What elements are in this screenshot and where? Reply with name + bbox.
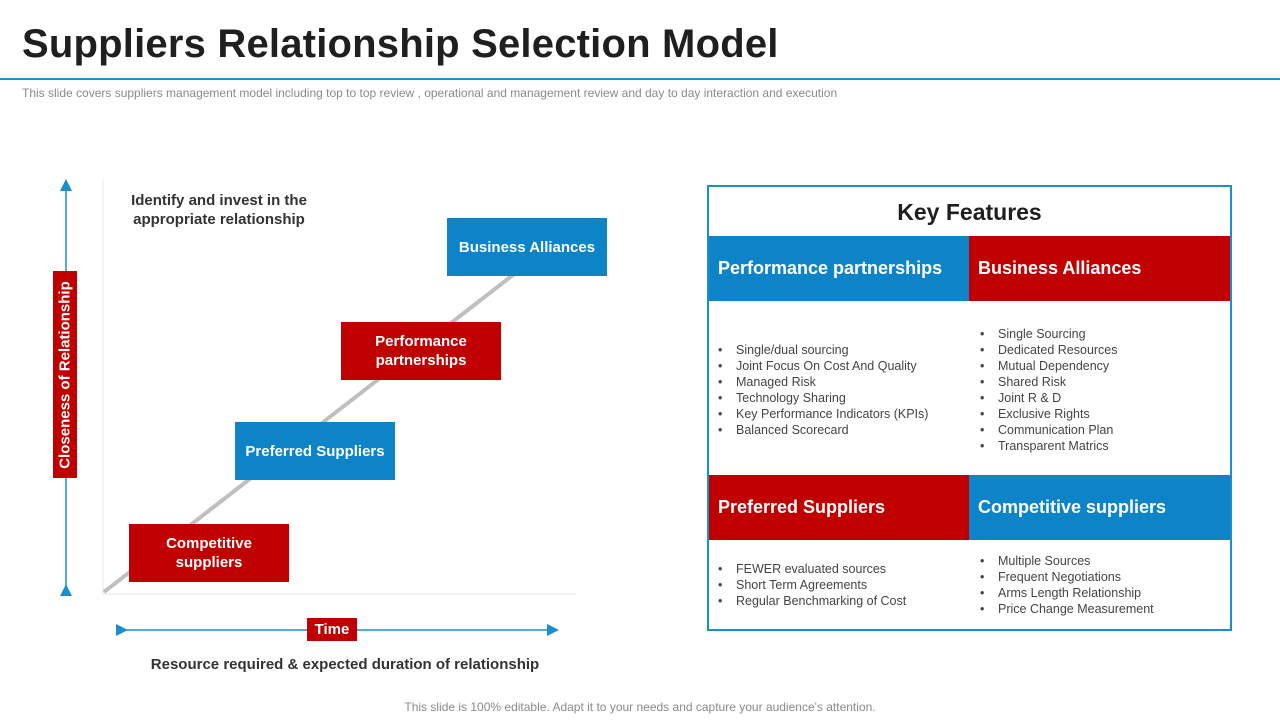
- feature-heading-competitive-suppliers: Competitive suppliers: [969, 475, 1230, 540]
- x-axis-label: Time: [307, 618, 357, 641]
- list-item: Price Change Measurement: [980, 601, 1154, 617]
- list-item: Exclusive Rights: [980, 406, 1118, 422]
- list-item: Multiple Sources: [980, 553, 1154, 569]
- y-axis-label: Closeness of Relationship: [53, 271, 77, 478]
- list-item: Mutual Dependency: [980, 358, 1118, 374]
- key-features-panel: Key Features Performance partnerships Bu…: [707, 185, 1232, 631]
- feature-heading-business-alliances: Business Alliances: [969, 236, 1230, 301]
- list-item: Arms Length Relationship: [980, 585, 1154, 601]
- step-competitive-suppliers: Competitive suppliers: [129, 524, 289, 582]
- list-item: Single/dual sourcing: [718, 342, 928, 358]
- list-item: Regular Benchmarking of Cost: [718, 593, 906, 609]
- page-subtitle: This slide covers suppliers management m…: [22, 86, 838, 100]
- step-performance-partnerships: Performance partnerships: [341, 322, 501, 380]
- feature-list-business-alliances: Single Sourcing Dedicated Resources Mutu…: [980, 326, 1118, 454]
- list-item: Single Sourcing: [980, 326, 1118, 342]
- footer-note: This slide is 100% editable. Adapt it to…: [404, 700, 876, 714]
- list-item: Dedicated Resources: [980, 342, 1118, 358]
- step-preferred-suppliers: Preferred Suppliers: [235, 422, 395, 480]
- feature-list-competitive-suppliers: Multiple Sources Frequent Negotiations A…: [980, 553, 1154, 617]
- feature-heading-performance-partnerships: Performance partnerships: [709, 236, 969, 301]
- feature-list-preferred-suppliers: FEWER evaluated sources Short Term Agree…: [718, 561, 906, 609]
- step-business-alliances: Business Alliances: [447, 218, 607, 276]
- list-item: Managed Risk: [718, 374, 928, 390]
- feature-heading-preferred-suppliers: Preferred Suppliers: [709, 475, 969, 540]
- list-item: Short Term Agreements: [718, 577, 906, 593]
- key-features-title: Key Features: [897, 199, 1042, 225]
- list-item: Shared Risk: [980, 374, 1118, 390]
- list-item: Frequent Negotiations: [980, 569, 1154, 585]
- list-item: Balanced Scorecard: [718, 422, 928, 438]
- list-item: Joint R & D: [980, 390, 1118, 406]
- list-item: Key Performance Indicators (KPIs): [718, 406, 928, 422]
- page-title: Suppliers Relationship Selection Model: [22, 22, 779, 66]
- list-item: Joint Focus On Cost And Quality: [718, 358, 928, 374]
- list-item: Transparent Matrics: [980, 438, 1118, 454]
- list-item: FEWER evaluated sources: [718, 561, 906, 577]
- feature-list-performance-partnerships: Single/dual sourcing Joint Focus On Cost…: [718, 342, 928, 438]
- x-axis-caption: Resource required & expected duration of…: [150, 656, 540, 673]
- title-divider: [0, 78, 1280, 80]
- diagram-heading: Identify and invest in the appropriate r…: [131, 192, 307, 228]
- list-item: Technology Sharing: [718, 390, 928, 406]
- y-axis-label-text: Closeness of Relationship: [56, 280, 74, 469]
- list-item: Communication Plan: [980, 422, 1118, 438]
